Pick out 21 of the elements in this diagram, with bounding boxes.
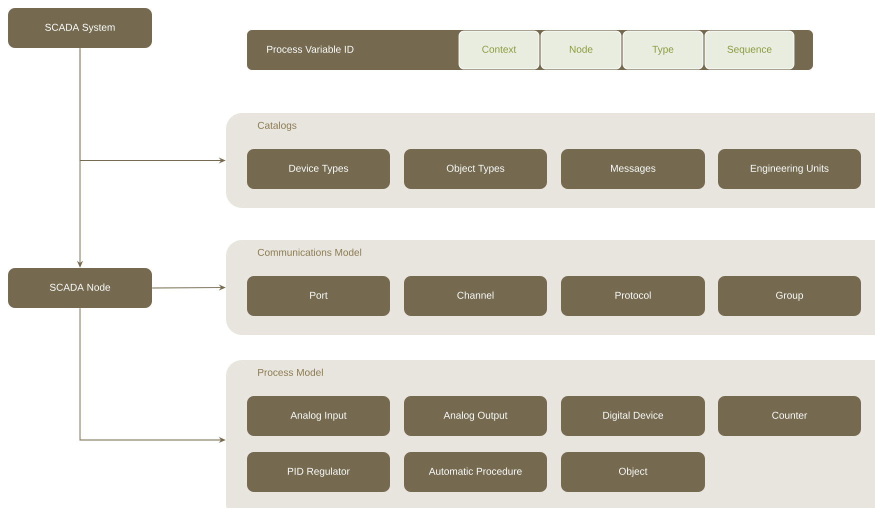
process-box: Channel [404, 276, 547, 316]
process-box: SCADA Node [8, 268, 152, 308]
process-box: Object [561, 452, 705, 492]
id-field: Node [540, 30, 622, 70]
process-box: Device Types [247, 149, 390, 189]
process-box: Analog Input [247, 396, 390, 436]
id-field: Type [622, 30, 704, 70]
id-field: Sequence [704, 30, 794, 70]
process-box: Port [247, 276, 390, 316]
process-box: Engineering Units [718, 149, 861, 189]
process-box: Counter [718, 396, 861, 436]
process-box: Analog Output [404, 396, 547, 436]
process-box: Protocol [561, 276, 705, 316]
process-box: Group [718, 276, 861, 316]
process-box: PID Regulator [247, 452, 390, 492]
process-box: Object Types [404, 149, 547, 189]
process-box: Messages [561, 149, 705, 189]
process-box: Automatic Procedure [404, 452, 547, 492]
process-box: SCADA System [8, 8, 152, 48]
process-box: Digital Device [561, 396, 705, 436]
id-field: Context [458, 30, 540, 70]
